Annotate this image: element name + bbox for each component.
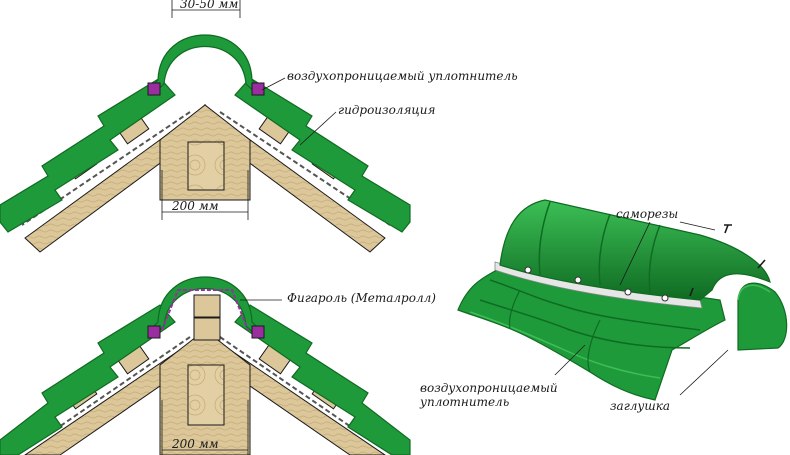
loose-screw-2 xyxy=(757,259,766,269)
right-metal-tile-top xyxy=(234,77,411,233)
ridge-section-top: 30-50 мм 200 мм воздухопроницаемый уплот… xyxy=(0,0,518,253)
seal-label-right-2: уплотнитель xyxy=(419,395,509,409)
ridge-section-bottom: 200 мм Фигароль (Металролл) xyxy=(0,276,436,455)
loose-screw-3 xyxy=(689,287,694,297)
ridge-cap-3d xyxy=(499,199,771,301)
end-cap-3d xyxy=(737,282,788,351)
screws-label: саморезы xyxy=(616,207,678,221)
screw-2 xyxy=(574,276,582,284)
left-metal-tile-top xyxy=(0,77,176,233)
seal-label-right-1: воздухопроницаемый xyxy=(420,381,558,395)
figaroll-membrane xyxy=(161,289,249,331)
loose-screw-1 xyxy=(724,224,732,234)
gap-dimension-label: 30-50 мм xyxy=(180,0,238,11)
waterproofing-label: гидроизоляция xyxy=(338,103,435,117)
screw-3 xyxy=(624,288,632,296)
width-dimension-label-top: 200 мм xyxy=(171,199,219,213)
ridge-beam-top xyxy=(187,141,225,191)
figaroll-label: Фигароль (Металролл) xyxy=(287,291,436,305)
seal-label-top: воздухопроницаемый уплотнитель xyxy=(287,69,518,83)
seal-left-top xyxy=(147,82,161,96)
seal-right-top xyxy=(251,82,265,96)
ridge-beam-bottom xyxy=(187,364,225,426)
screw-1 xyxy=(524,266,532,274)
end-cap-label: заглушка xyxy=(610,399,670,413)
right-metal-tile-bottom xyxy=(234,304,411,455)
left-metal-tile-bottom xyxy=(0,304,176,455)
screw-4 xyxy=(661,294,669,302)
width-dimension-label-bottom: 200 мм xyxy=(171,437,219,451)
ridge-3d-view: саморезы воздухопроницаемый уплотнитель … xyxy=(419,199,788,413)
